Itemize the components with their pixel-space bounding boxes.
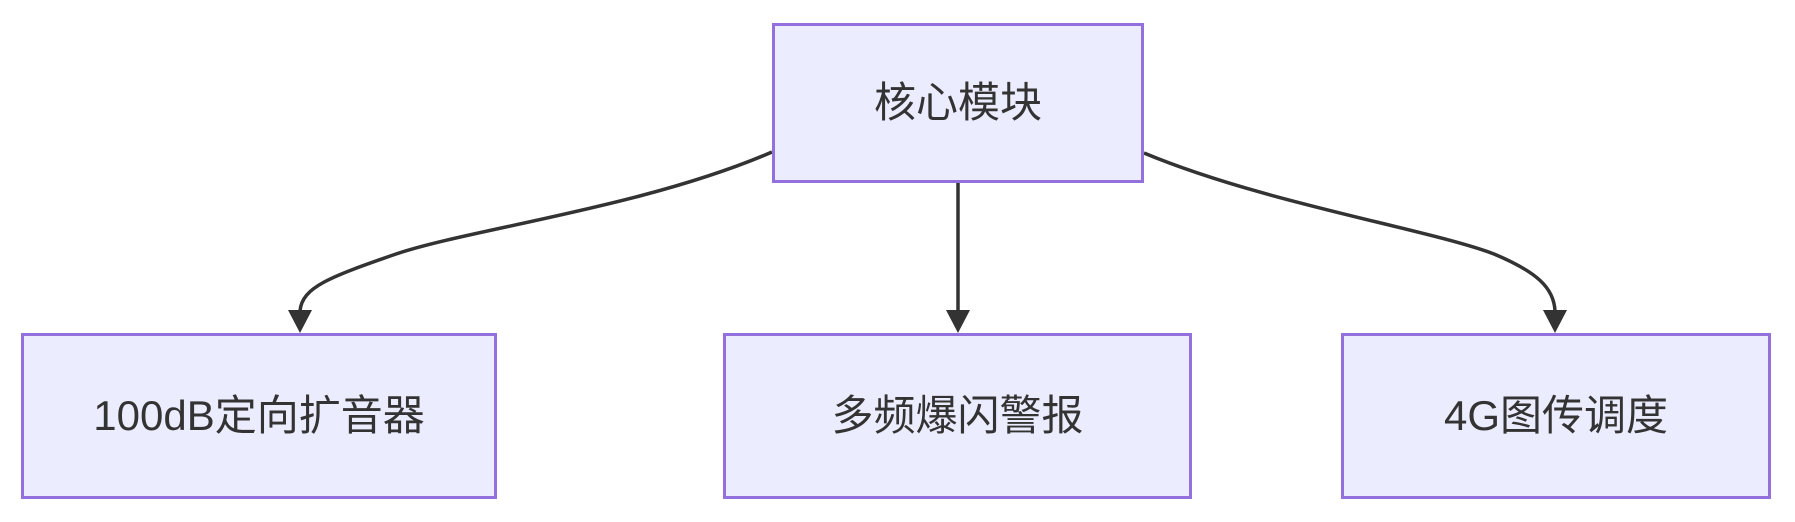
edge-core-to-speaker bbox=[298, 150, 773, 312]
edge-core-to-dispatch bbox=[1143, 151, 1557, 312]
arrowhead-dispatch bbox=[1543, 310, 1567, 333]
node-directional-speaker: 100dB定向扩音器 bbox=[21, 333, 497, 499]
node-core-module: 核心模块 bbox=[772, 23, 1144, 183]
arrowhead-strobe bbox=[946, 310, 970, 333]
node-strobe-alarm-label: 多频爆闪警报 bbox=[831, 391, 1084, 439]
node-4g-video-dispatch-label: 4G图传调度 bbox=[1443, 391, 1669, 439]
node-core-module-label: 核心模块 bbox=[873, 78, 1042, 126]
node-4g-video-dispatch: 4G图传调度 bbox=[1341, 333, 1771, 499]
arrowhead-speaker bbox=[288, 310, 312, 333]
node-directional-speaker-label: 100dB定向扩音器 bbox=[93, 391, 425, 439]
node-strobe-alarm: 多频爆闪警报 bbox=[723, 333, 1192, 499]
